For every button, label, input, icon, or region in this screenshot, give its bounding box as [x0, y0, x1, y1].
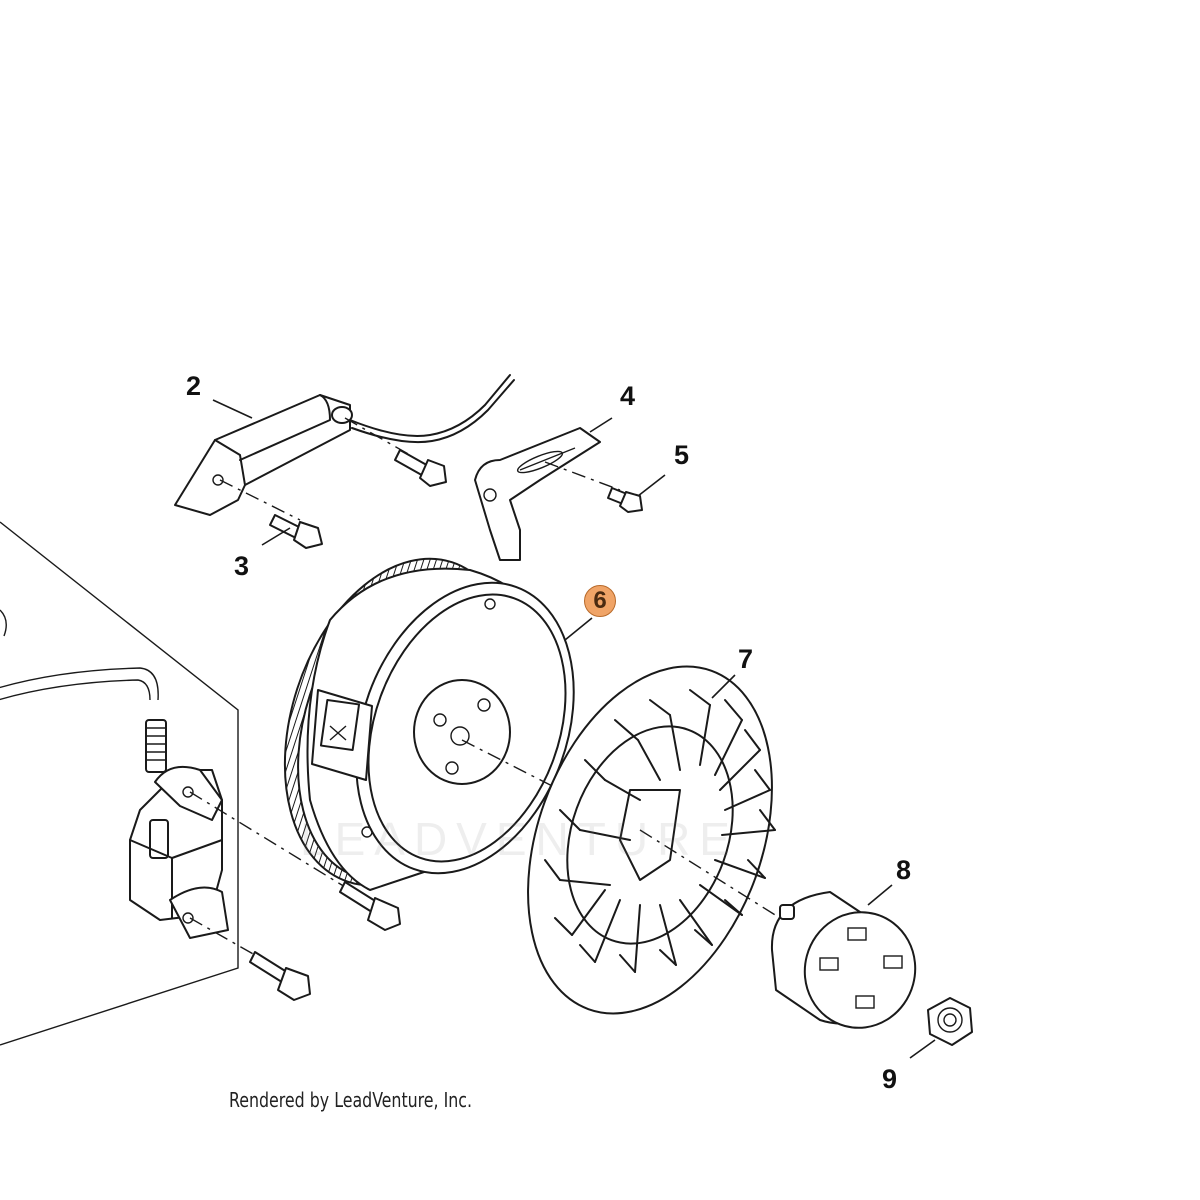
- part-4-bracket: [474, 427, 621, 561]
- callout-6[interactable]: 6: [584, 585, 616, 617]
- part-9-nut: [927, 997, 973, 1046]
- leader-lines: [212, 399, 936, 1059]
- part-8-starter-cup: [770, 891, 917, 1029]
- engine-block-outline: [0, 521, 239, 1046]
- part-3-bolt: [269, 514, 323, 549]
- part-5-bolt: [607, 487, 643, 513]
- callout-9[interactable]: 9: [882, 1064, 898, 1094]
- part-2-coil: [174, 374, 515, 521]
- callout-8[interactable]: 8: [896, 855, 912, 885]
- render-credit: Rendered by LeadVenture, Inc.: [229, 1088, 473, 1112]
- callout-4[interactable]: 4: [620, 381, 636, 411]
- coil-bolts: [189, 791, 401, 1001]
- callout-3[interactable]: 3: [234, 551, 250, 581]
- callout-2[interactable]: 2: [186, 371, 202, 401]
- part-7-fan: [527, 665, 781, 1015]
- callout-7[interactable]: 7: [738, 644, 754, 674]
- callout-5[interactable]: 5: [674, 440, 690, 470]
- part-2-bolt: [394, 449, 447, 487]
- part-6-flywheel: [283, 557, 575, 891]
- ignition-coil: [129, 719, 229, 939]
